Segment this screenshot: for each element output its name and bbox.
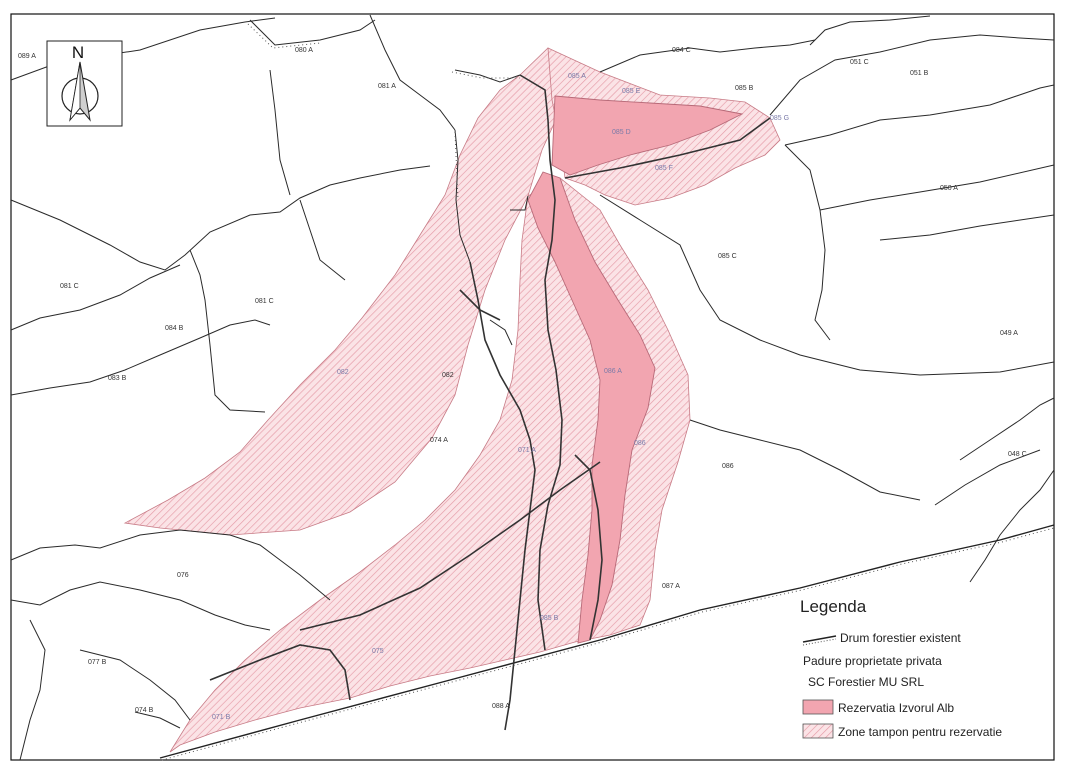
parcel-labels: 089 A 080 A 081 A 084 C 051 C 051 B 085 …	[18, 47, 1027, 714]
parcel-label: 074 B	[135, 707, 154, 714]
buffer-label: 085 E	[622, 88, 641, 95]
legend-title: Legenda	[800, 597, 867, 616]
forest-roads	[209, 74, 771, 731]
legend: Legenda Drum forestier existent Padure p…	[800, 597, 1002, 739]
parcel-label: 082	[442, 372, 454, 379]
parcel-label: 050 A	[940, 185, 958, 192]
parcel-label: 085 C	[718, 253, 737, 260]
parcel-label: 084 C	[672, 47, 691, 54]
parcel-label: 085 B	[735, 85, 754, 92]
parcel-boundaries	[10, 14, 1055, 761]
legend-owner-line1: Padure proprietate privata	[803, 654, 942, 668]
north-boundary-dots	[247, 23, 520, 201]
buffer-label: 085 G	[770, 115, 789, 122]
buffer-label: 082	[337, 369, 349, 376]
parcel-label: 080 A	[295, 47, 313, 54]
parcel-label: 051 B	[910, 70, 929, 77]
reserve-label: 085 D	[612, 129, 631, 136]
parcel-label: 077 B	[88, 659, 107, 666]
parcel-label: 086	[722, 463, 734, 470]
south-boundary	[159, 524, 1055, 759]
parcel-label: 074 A	[430, 437, 448, 444]
parcel-label: 088 A	[492, 703, 510, 710]
reserve-swatch-icon	[802, 699, 834, 715]
north-letter: N	[72, 43, 84, 62]
buffer-labels: 085 A 085 E 085 F 082 071 A 086 085 B 07…	[212, 73, 789, 721]
legend-road-label: Drum forestier existent	[840, 631, 961, 645]
parcel-label: 084 B	[165, 325, 184, 332]
buffer-label: 085 F	[655, 165, 673, 172]
buffer-label: 085 B	[540, 615, 559, 622]
parcel-label: 048 C	[1008, 451, 1027, 458]
parcel-label: 081 C	[255, 298, 274, 305]
legend-owner-line2: SC Forestier MU SRL	[808, 675, 924, 689]
parcel-label: 081 C	[60, 283, 79, 290]
legend-buffer-item: Zone tampon pentru rezervatie	[802, 723, 1002, 739]
buffer-label: 071 A	[518, 447, 536, 454]
parcel-label: 076	[177, 572, 189, 579]
buffer-label: 085 A	[568, 73, 586, 80]
buffer-label: 075	[372, 648, 384, 655]
south-boundary-dots	[161, 527, 1055, 761]
parcel-label: 051 C	[850, 59, 869, 66]
road-line-icon	[802, 635, 837, 643]
parcel-label: 087 A	[662, 583, 680, 590]
reserve-label: 086 A	[604, 368, 622, 375]
parcel-label: 049 A	[1000, 330, 1018, 337]
buffer-swatch-icon	[802, 723, 834, 739]
reserve-labels: 085 D 086 A	[604, 129, 631, 375]
north-arrow: N	[46, 40, 123, 127]
legend-reserve-label: Rezervatia Izvorul Alb	[838, 701, 954, 715]
legend-road-item: Drum forestier existent	[802, 631, 961, 646]
legend-buffer-label: Zone tampon pentru rezervatie	[838, 725, 1002, 739]
buffer-label: 086	[634, 440, 646, 447]
legend-reserve-item: Rezervatia Izvorul Alb	[802, 699, 954, 715]
parcel-label: 081 A	[378, 83, 396, 90]
parcel-label: 089 A	[18, 53, 36, 60]
buffer-label: 071 B	[212, 714, 231, 721]
parcel-label: 083 B	[108, 375, 127, 382]
